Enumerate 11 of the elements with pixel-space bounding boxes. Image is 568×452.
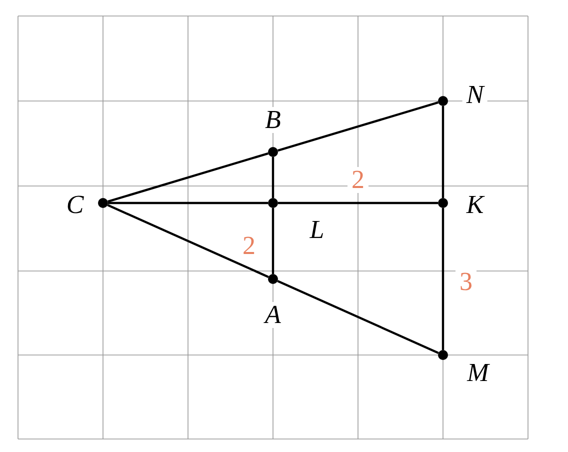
line-segment <box>272 157 274 198</box>
edge-label: 2 <box>348 167 368 193</box>
line-segment <box>107 204 269 278</box>
line-segment <box>278 202 438 204</box>
line-segment <box>107 152 269 203</box>
line-segment <box>442 106 444 198</box>
line-segment <box>108 202 268 204</box>
line-segment <box>272 208 274 274</box>
line-segment <box>277 280 439 354</box>
line-segment <box>277 101 439 152</box>
line-segment <box>442 208 444 350</box>
